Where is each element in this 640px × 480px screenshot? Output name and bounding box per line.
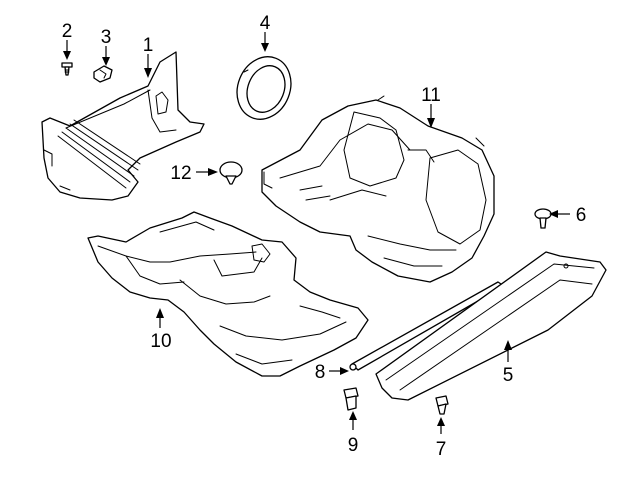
part-2-screw	[61, 62, 73, 76]
part-4-seal-ring	[236, 56, 292, 120]
callout-3: 3	[101, 27, 112, 48]
callout-labels: 1 2 3 4 5 6 7 8 9 10 11 12	[62, 13, 587, 460]
callout-5: 5	[503, 365, 514, 386]
callout-12: 12	[170, 163, 191, 184]
callout-6: 6	[576, 205, 587, 226]
part-3-clip	[93, 65, 113, 83]
part-6-push-pin	[534, 208, 552, 229]
part-10-front-carpet	[87, 211, 369, 377]
callout-10: 10	[150, 331, 171, 352]
part-12-grommet	[219, 161, 243, 185]
leader-lines	[63, 32, 570, 434]
callout-2: 2	[62, 21, 73, 42]
callout-11: 11	[421, 85, 441, 106]
part-11-rear-floor-pan	[261, 95, 495, 283]
callout-7: 7	[436, 439, 447, 460]
callout-4: 4	[260, 13, 271, 34]
part-5-sill-plate	[375, 251, 607, 401]
part-7-clip	[435, 395, 449, 415]
callout-8: 8	[315, 362, 326, 383]
callout-9: 9	[348, 435, 359, 456]
part-1-trunk-panel	[41, 51, 205, 201]
callout-1: 1	[143, 35, 154, 56]
part-9-clip	[343, 387, 359, 411]
